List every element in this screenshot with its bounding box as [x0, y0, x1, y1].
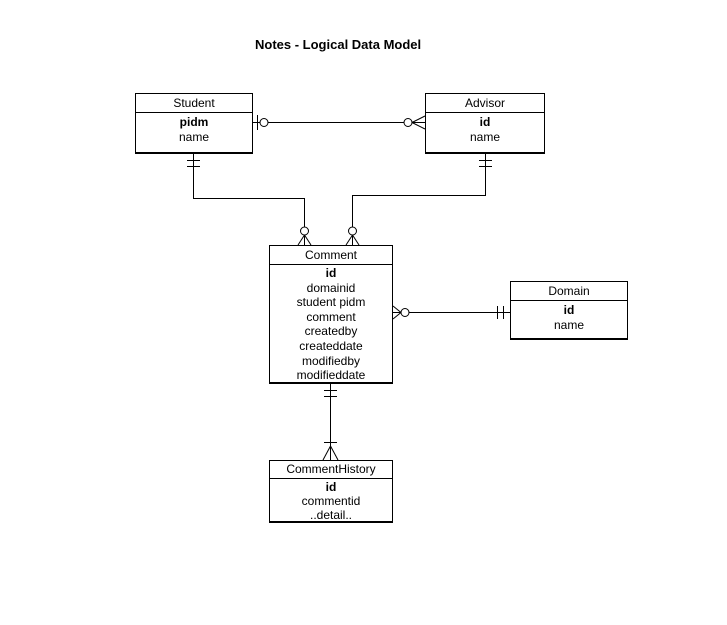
attribute: commentid — [301, 494, 361, 508]
attribute: name — [553, 318, 585, 332]
optional-circle-icon — [300, 226, 309, 236]
relationship-student-comment — [187, 153, 312, 246]
entity-commenthistory[interactable]: CommentHistory id commentid ..detail.. — [269, 460, 393, 523]
crow-foot-icon — [322, 445, 331, 461]
primary-key-attribute: id — [563, 303, 575, 317]
entity-comment[interactable]: Comment id domainid student pidm comment… — [269, 245, 393, 384]
crow-foot-icon — [392, 312, 402, 320]
entity-title: Advisor — [426, 94, 544, 113]
crow-foot-icon — [411, 115, 426, 123]
entity-domain[interactable]: Domain id name — [510, 281, 628, 340]
attribute-list: id name — [511, 301, 627, 333]
crow-foot-icon — [411, 122, 426, 130]
primary-key-attribute: id — [325, 480, 337, 494]
optional-circle-icon — [348, 226, 357, 236]
diagram-title: Notes - Logical Data Model — [255, 37, 422, 52]
relationship-comment-commenthistory — [322, 384, 339, 461]
attribute: modifiedby — [301, 353, 361, 368]
crow-foot-icon — [345, 234, 353, 246]
attribute: name — [469, 130, 501, 144]
crow-foot-icon — [297, 234, 305, 246]
attribute-list: id domainid student pidm comment created… — [270, 265, 392, 383]
attribute: name — [178, 130, 210, 144]
optional-circle-icon — [259, 118, 269, 127]
crow-foot-icon — [330, 445, 339, 461]
attribute-list: pidm name — [136, 113, 252, 145]
relationship-line — [352, 153, 486, 245]
relationship-advisor-comment — [345, 153, 492, 246]
crow-foot-icon — [352, 234, 360, 246]
attribute: createdby — [304, 324, 358, 339]
entity-title: CommentHistory — [270, 461, 392, 479]
entity-title: Student — [136, 94, 252, 113]
attribute: createddate — [299, 338, 363, 353]
attribute: modifieddate — [296, 368, 366, 383]
primary-key-attribute: pidm — [179, 115, 209, 129]
attribute-list: id name — [426, 113, 544, 145]
attribute: domainid — [306, 280, 356, 295]
entity-advisor[interactable]: Advisor id name — [425, 93, 545, 154]
primary-key-attribute: id — [479, 115, 491, 129]
attribute-list: id commentid ..detail.. — [270, 479, 392, 522]
crow-foot-icon — [392, 305, 402, 313]
primary-key-attribute: id — [325, 266, 337, 280]
entity-student[interactable]: Student pidm name — [135, 93, 253, 154]
entity-title: Domain — [511, 282, 627, 301]
relationship-line — [193, 153, 305, 245]
attribute: student pidm — [296, 295, 366, 310]
optional-circle-icon — [400, 308, 410, 317]
attribute: comment — [306, 309, 356, 324]
relationship-comment-domain — [392, 305, 510, 320]
optional-circle-icon — [403, 118, 413, 127]
entity-title: Comment — [270, 246, 392, 265]
relationship-student-advisor — [253, 115, 426, 130]
attribute: ..detail.. — [309, 508, 353, 522]
crow-foot-icon — [304, 234, 312, 246]
